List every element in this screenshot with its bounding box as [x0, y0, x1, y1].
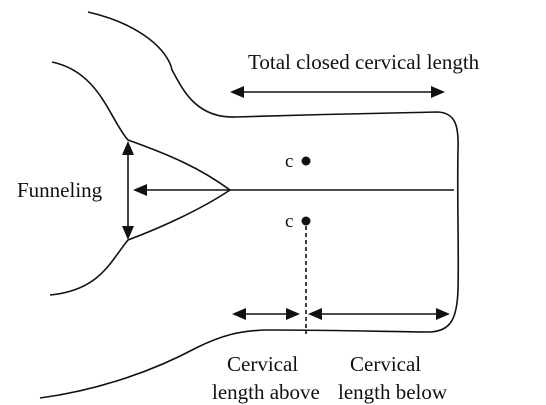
length-below-arrowhead-right — [436, 308, 450, 320]
outer-contour-top — [88, 12, 458, 150]
point-upper-dot — [302, 157, 311, 166]
funneling-depth-arrowhead — [133, 184, 147, 196]
inner-contour-top — [52, 62, 230, 190]
length-below-label-line2: length below — [338, 380, 448, 404]
point-lower-label: c — [285, 211, 293, 232]
length-below-label-line1: Cervical — [350, 352, 421, 376]
total-length-arrowhead-left — [230, 86, 244, 98]
length-above-arrowhead-right — [286, 308, 300, 320]
funneling-width-arrowhead-top — [122, 141, 134, 155]
length-below-arrowhead-left — [308, 308, 322, 320]
length-above-arrowhead-left — [232, 308, 246, 320]
funneling-label: Funneling — [17, 178, 103, 202]
point-lower-dot — [302, 217, 311, 226]
length-above-label-line2: length above — [212, 380, 320, 404]
point-upper-label: c — [285, 151, 293, 172]
cervix-right-edge — [458, 150, 459, 290]
total-length-label: Total closed cervical length — [248, 50, 480, 74]
length-above-label-line1: Cervical — [227, 352, 298, 376]
inner-contour-bottom — [50, 190, 230, 295]
total-length-arrowhead-right — [431, 86, 445, 98]
